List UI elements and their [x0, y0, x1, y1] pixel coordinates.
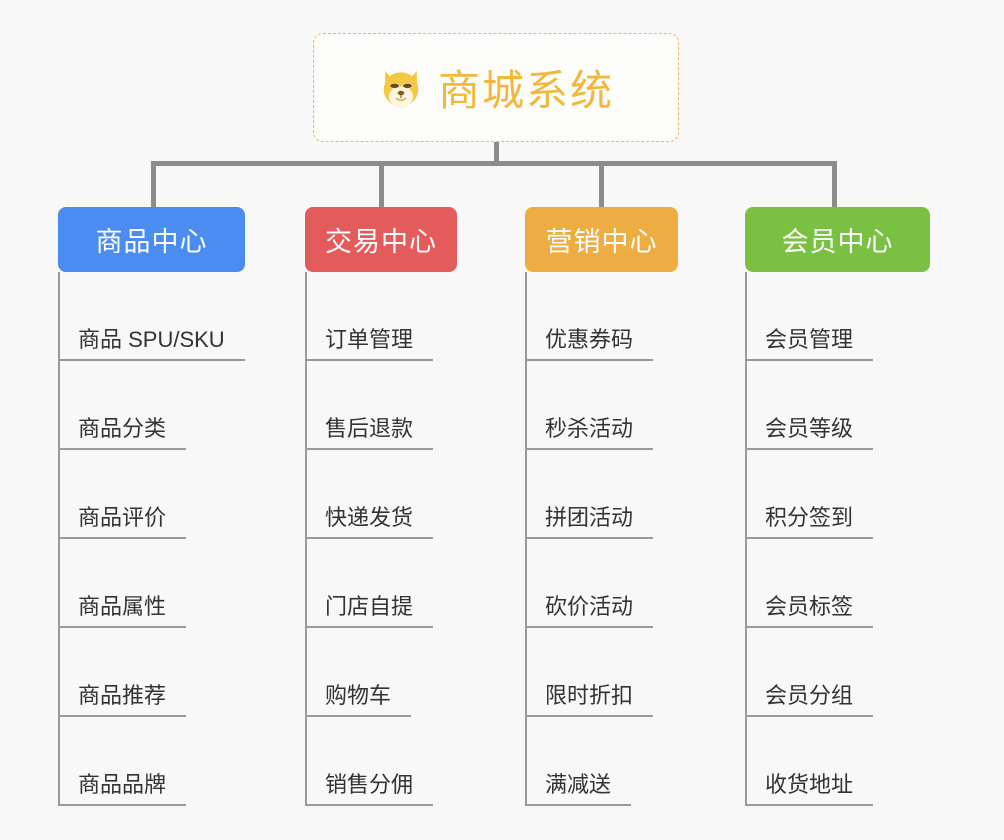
category-header-label: 交易中心 [325, 227, 437, 257]
category-header-product-center[interactable]: 商品中心 [58, 207, 245, 272]
sub-item-label: 满减送 [525, 772, 632, 806]
list-item[interactable]: 购物车 [305, 628, 457, 717]
sub-item-label: 门店自提 [305, 594, 434, 628]
list-item[interactable]: 积分签到 [745, 450, 930, 539]
category-header-marketing-center[interactable]: 营销中心 [525, 207, 678, 272]
list-item[interactable]: 会员分组 [745, 628, 930, 717]
list-item[interactable]: 商品品牌 [58, 717, 245, 806]
list-item[interactable]: 订单管理 [305, 272, 457, 361]
sub-item-label: 会员标签 [745, 594, 874, 628]
sub-item-label: 订单管理 [305, 327, 434, 361]
sub-item-label: 售后退款 [305, 416, 434, 450]
list-item[interactable]: 商品推荐 [58, 628, 245, 717]
sub-item-label: 限时折扣 [525, 683, 654, 717]
category-header-label: 营销中心 [545, 227, 658, 257]
list-item[interactable]: 收货地址 [745, 717, 930, 806]
sub-item-list-trade-center: 订单管理 售后退款 快递发货 门店自提 购物车 销售分佣 [305, 272, 457, 806]
category-column-trade-center: 交易中心 订单管理 售后退款 快递发货 门店自提 购物车 销售分佣 [305, 207, 457, 806]
sub-item-label: 快递发货 [305, 505, 434, 539]
list-item[interactable]: 拼团活动 [525, 450, 678, 539]
sub-item-label: 购物车 [305, 683, 412, 717]
list-item[interactable]: 商品属性 [58, 539, 245, 628]
sub-item-label: 商品评价 [58, 505, 187, 539]
connector-drop-marketing-center [599, 161, 604, 208]
sub-item-label: 销售分佣 [305, 772, 434, 806]
category-header-label: 会员中心 [781, 227, 894, 257]
sub-item-label: 商品 SPU/SKU [58, 327, 245, 361]
sub-item-label: 优惠券码 [525, 327, 654, 361]
sub-item-label: 积分签到 [745, 505, 874, 539]
connector-drop-member-center [832, 161, 837, 208]
category-column-member-center: 会员中心 会员管理 会员等级 积分签到 会员标签 会员分组 收货地址 [745, 207, 930, 806]
list-item[interactable]: 会员等级 [745, 361, 930, 450]
sub-item-label: 商品分类 [58, 416, 187, 450]
category-column-product-center: 商品中心 商品 SPU/SKU 商品分类 商品评价 商品属性 商品推荐 商品品牌 [58, 207, 245, 806]
list-item[interactable]: 售后退款 [305, 361, 457, 450]
sub-item-label: 会员管理 [745, 327, 874, 361]
list-item[interactable]: 商品分类 [58, 361, 245, 450]
shiba-dog-face-icon [378, 65, 424, 111]
root-title: 商城系统 [437, 67, 614, 114]
list-item[interactable]: 商品评价 [58, 450, 245, 539]
list-item[interactable]: 优惠券码 [525, 272, 678, 361]
list-item[interactable]: 快递发货 [305, 450, 457, 539]
sub-item-label: 拼团活动 [525, 505, 654, 539]
category-column-marketing-center: 营销中心 优惠券码 秒杀活动 拼团活动 砍价活动 限时折扣 满减送 [525, 207, 678, 806]
sub-item-label: 商品品牌 [58, 772, 187, 806]
sub-item-label: 收货地址 [745, 772, 874, 806]
sub-item-label: 会员分组 [745, 683, 874, 717]
sub-item-label: 会员等级 [745, 416, 874, 450]
sub-item-label: 砍价活动 [525, 594, 654, 628]
sub-item-label: 秒杀活动 [525, 416, 654, 450]
list-item[interactable]: 砍价活动 [525, 539, 678, 628]
list-item[interactable]: 销售分佣 [305, 717, 457, 806]
list-item[interactable]: 秒杀活动 [525, 361, 678, 450]
category-header-member-center[interactable]: 会员中心 [745, 207, 930, 272]
sub-item-label: 商品属性 [58, 594, 187, 628]
list-item[interactable]: 门店自提 [305, 539, 457, 628]
connector-root-stem [494, 142, 499, 165]
list-item[interactable]: 会员管理 [745, 272, 930, 361]
connector-horizontal-bus [151, 161, 837, 166]
list-item[interactable]: 商品 SPU/SKU [58, 272, 245, 361]
sub-item-label: 商品推荐 [58, 683, 187, 717]
list-item[interactable]: 限时折扣 [525, 628, 678, 717]
category-header-trade-center[interactable]: 交易中心 [305, 207, 457, 272]
list-item[interactable]: 满减送 [525, 717, 678, 806]
sub-item-list-product-center: 商品 SPU/SKU 商品分类 商品评价 商品属性 商品推荐 商品品牌 [58, 272, 245, 806]
sub-item-list-member-center: 会员管理 会员等级 积分签到 会员标签 会员分组 收货地址 [745, 272, 930, 806]
sub-item-list-marketing-center: 优惠券码 秒杀活动 拼团活动 砍价活动 限时折扣 满减送 [525, 272, 678, 806]
connector-drop-trade-center [379, 161, 384, 208]
category-header-label: 商品中心 [95, 227, 208, 257]
root-node[interactable]: 商城系统 [313, 33, 679, 142]
connector-drop-product-center [151, 161, 156, 208]
list-item[interactable]: 会员标签 [745, 539, 930, 628]
